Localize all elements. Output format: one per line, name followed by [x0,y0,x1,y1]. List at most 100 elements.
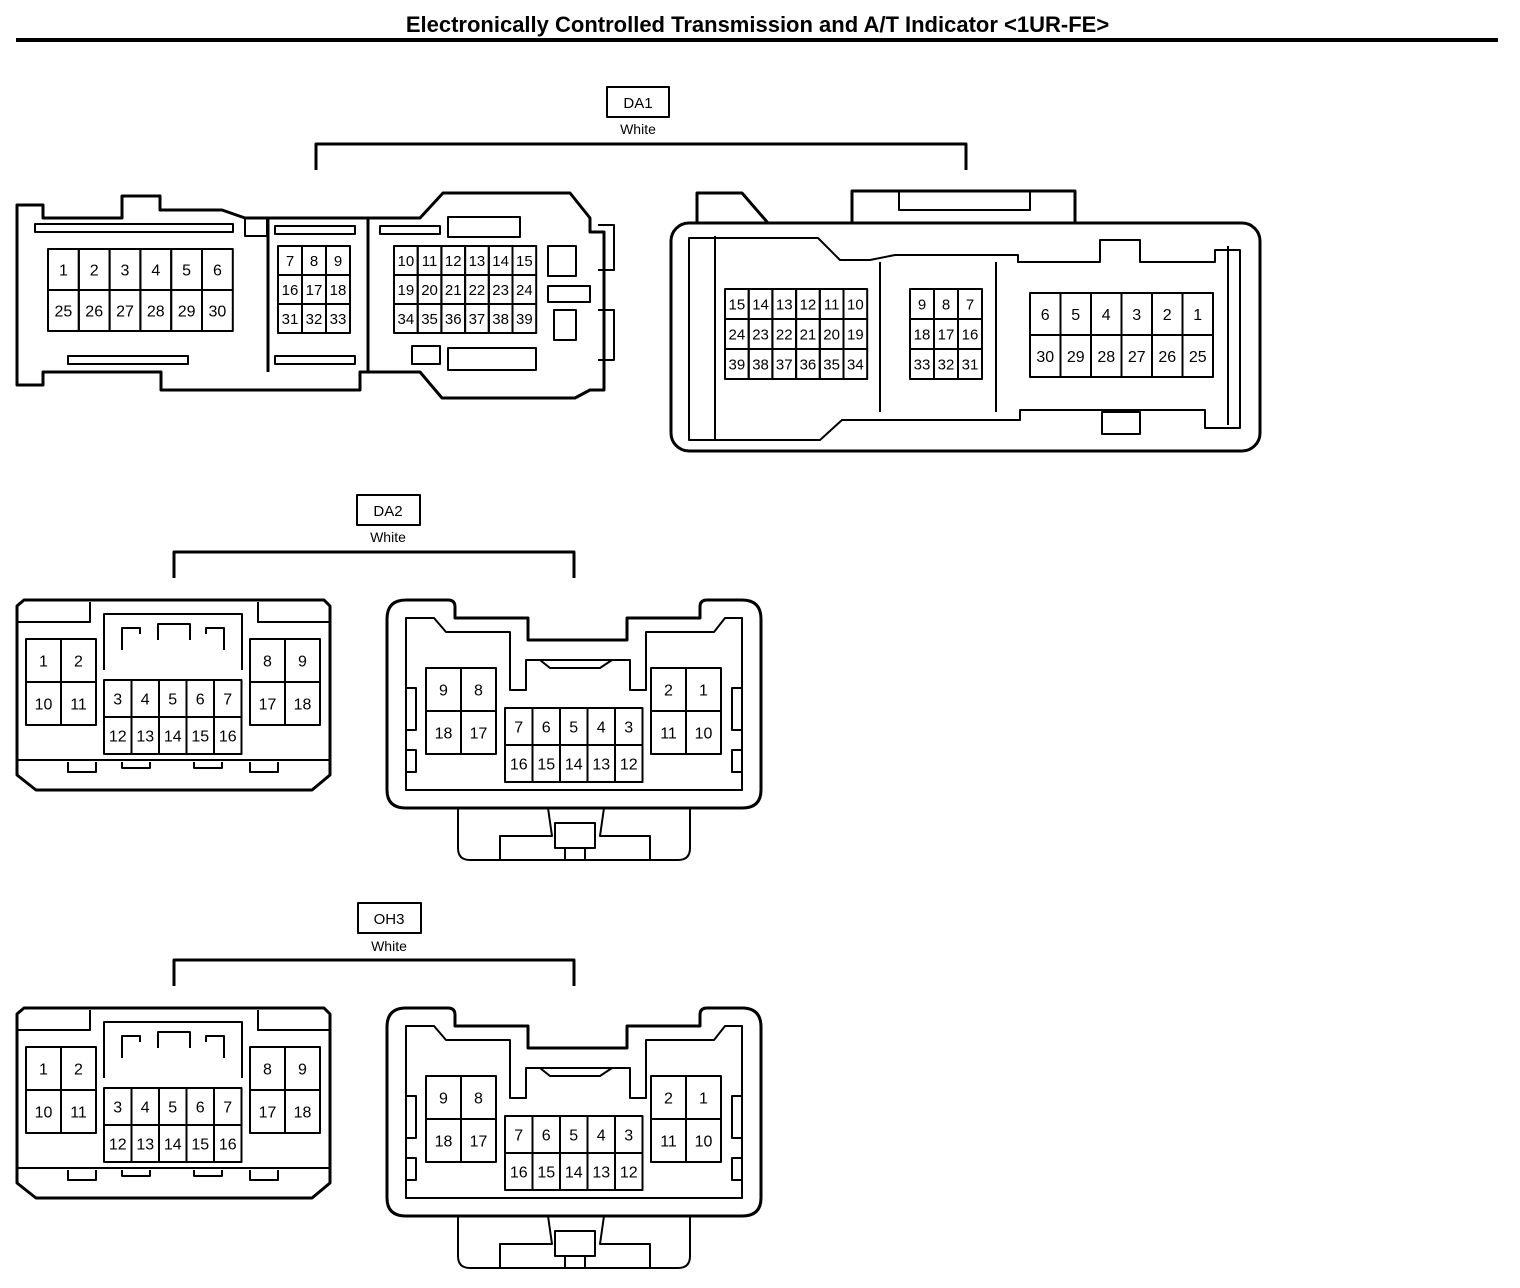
da2-bracket [172,550,576,578]
pin-number: 10 [695,725,713,742]
pin-number: 6 [196,691,205,708]
pin-number: 39 [516,311,533,328]
oh3-male-inner [17,1010,330,1169]
pin-number: 38 [752,356,769,373]
da1-male-rib [447,347,537,371]
pin-number: 8 [310,253,318,270]
pin-number: 9 [439,682,448,699]
page-title: Electronically Controlled Transmission a… [405,12,1110,37]
pin-number: 25 [55,303,73,320]
pin-number: 17 [306,282,323,299]
oh3-label-box [357,902,422,934]
pin-number: 34 [398,311,415,328]
pin-number: 16 [962,326,979,343]
pin-number: 4 [141,691,150,708]
pin-number: 2 [664,1090,673,1107]
pin-cell [460,710,497,755]
pin-number: 1 [699,682,708,699]
pin-number: 4 [141,1099,150,1116]
pin-number: 13 [136,728,154,745]
pin-number: 8 [942,296,950,313]
da1-bracket [314,142,968,170]
pin-cell [511,303,538,334]
da2-male-feet [67,762,279,773]
pin-number: 14 [492,253,509,270]
pin-number: 15 [537,1164,555,1181]
pin-number: 6 [542,1127,551,1144]
pin-number: 35 [421,311,438,328]
pin-number: 17 [259,1104,277,1121]
da1-female-top-tab [695,189,1077,224]
pin-number: 18 [330,282,347,299]
pin-number: 7 [223,1099,232,1116]
da1-female-divider [879,262,997,412]
pin-cell [284,1089,321,1134]
pin-number: 7 [286,253,294,270]
pin-number: 8 [263,653,272,670]
pin-number: 24 [516,282,533,299]
pin-number: 29 [1067,349,1085,366]
pin-number: 30 [1036,349,1054,366]
pin-number: 12 [800,296,817,313]
da1-male-rib [547,285,591,303]
pin-number: 6 [213,262,222,279]
pin-number: 22 [469,282,486,299]
pin-number: 36 [800,356,817,373]
pin-number: 27 [1128,349,1146,366]
pin-number: 9 [298,653,307,670]
pin-number: 21 [445,282,462,299]
pin-number: 3 [113,1099,122,1116]
da2-male-latch [103,613,243,670]
pin-number: 13 [469,253,486,270]
pin-cell [1181,334,1214,378]
da1-male-rib [67,355,189,365]
pin-number: 2 [90,262,99,279]
pin-number: 13 [592,1164,610,1181]
pin-number: 6 [1041,307,1050,324]
pin-number: 12 [109,1136,127,1153]
da1-female-inner-wall [688,237,1241,441]
da1-male-rib [274,355,356,365]
pin-number: 7 [223,691,232,708]
pin-number: 31 [962,356,979,373]
pin-number: 15 [191,1136,209,1153]
pin-number: 15 [537,756,555,773]
oh3-color: White [371,938,407,954]
pin-number: 4 [597,719,606,736]
pin-number: 14 [752,296,769,313]
oh3-female-inner [405,1025,743,1199]
pin-number: 7 [966,296,974,313]
pin-number: 10 [398,253,415,270]
title-rule [16,38,1498,42]
da1-label-box [606,86,670,118]
pin-number: 19 [398,282,415,299]
da1-male-rib [411,345,441,365]
pin-number: 28 [147,303,165,320]
pin-cell [201,289,234,332]
pin-number: 13 [592,756,610,773]
pin-number: 39 [729,356,746,373]
pin-number: 9 [918,296,926,313]
pin-number: 28 [1097,349,1115,366]
pin-cell [213,1124,243,1163]
pin-number: 6 [542,719,551,736]
pin-number: 3 [624,719,633,736]
pin-cell [685,1118,722,1163]
pin-number: 10 [847,296,864,313]
pin-number: 18 [435,1133,453,1150]
pin-number: 6 [196,1099,205,1116]
da2-female-bottom-tab [457,807,691,861]
pin-number: 3 [624,1127,633,1144]
da1-female-rib [1101,411,1141,435]
da2-male-inner [17,602,330,761]
pin-number: 38 [492,311,509,328]
